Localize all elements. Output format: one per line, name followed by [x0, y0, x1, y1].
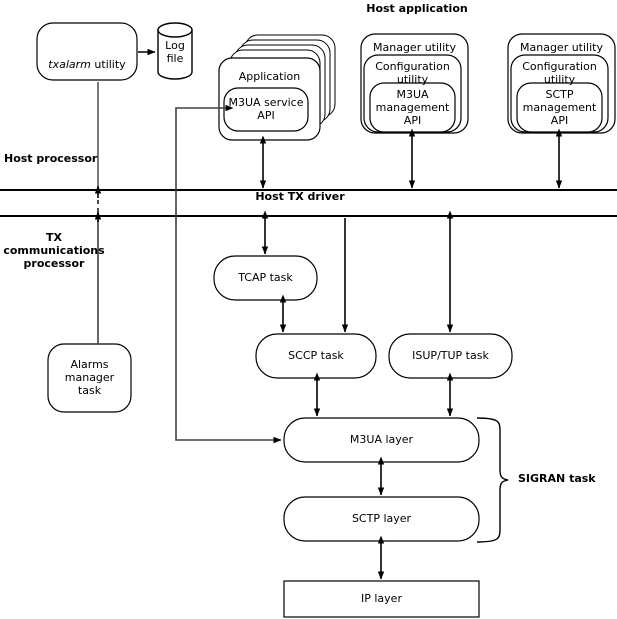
node-alarms-manager-task-shape: [47, 343, 132, 413]
node-ip-layer-shape: [283, 580, 480, 618]
node-txalarm-utility-shape: [36, 22, 138, 81]
band-divider-lines: [0, 189, 617, 217]
node-m3ua-layer-shape: [283, 417, 480, 463]
node-sccp-task-shape: [255, 333, 377, 379]
node-application-stack-shapes: [218, 34, 336, 141]
node-log-file-shape: [157, 22, 193, 80]
node-manager-utility-m3ua-shapes: [360, 33, 469, 134]
sigran-task-brace: [476, 417, 509, 543]
node-isup-tup-task-shape: [388, 333, 513, 379]
node-sctp-layer-shape: [283, 496, 480, 542]
node-manager-utility-sctp-shapes: [507, 33, 616, 134]
connector-m3ua-service-api-to-m3ua-layer: [175, 104, 282, 444]
node-tcap-task-shape: [213, 255, 318, 301]
